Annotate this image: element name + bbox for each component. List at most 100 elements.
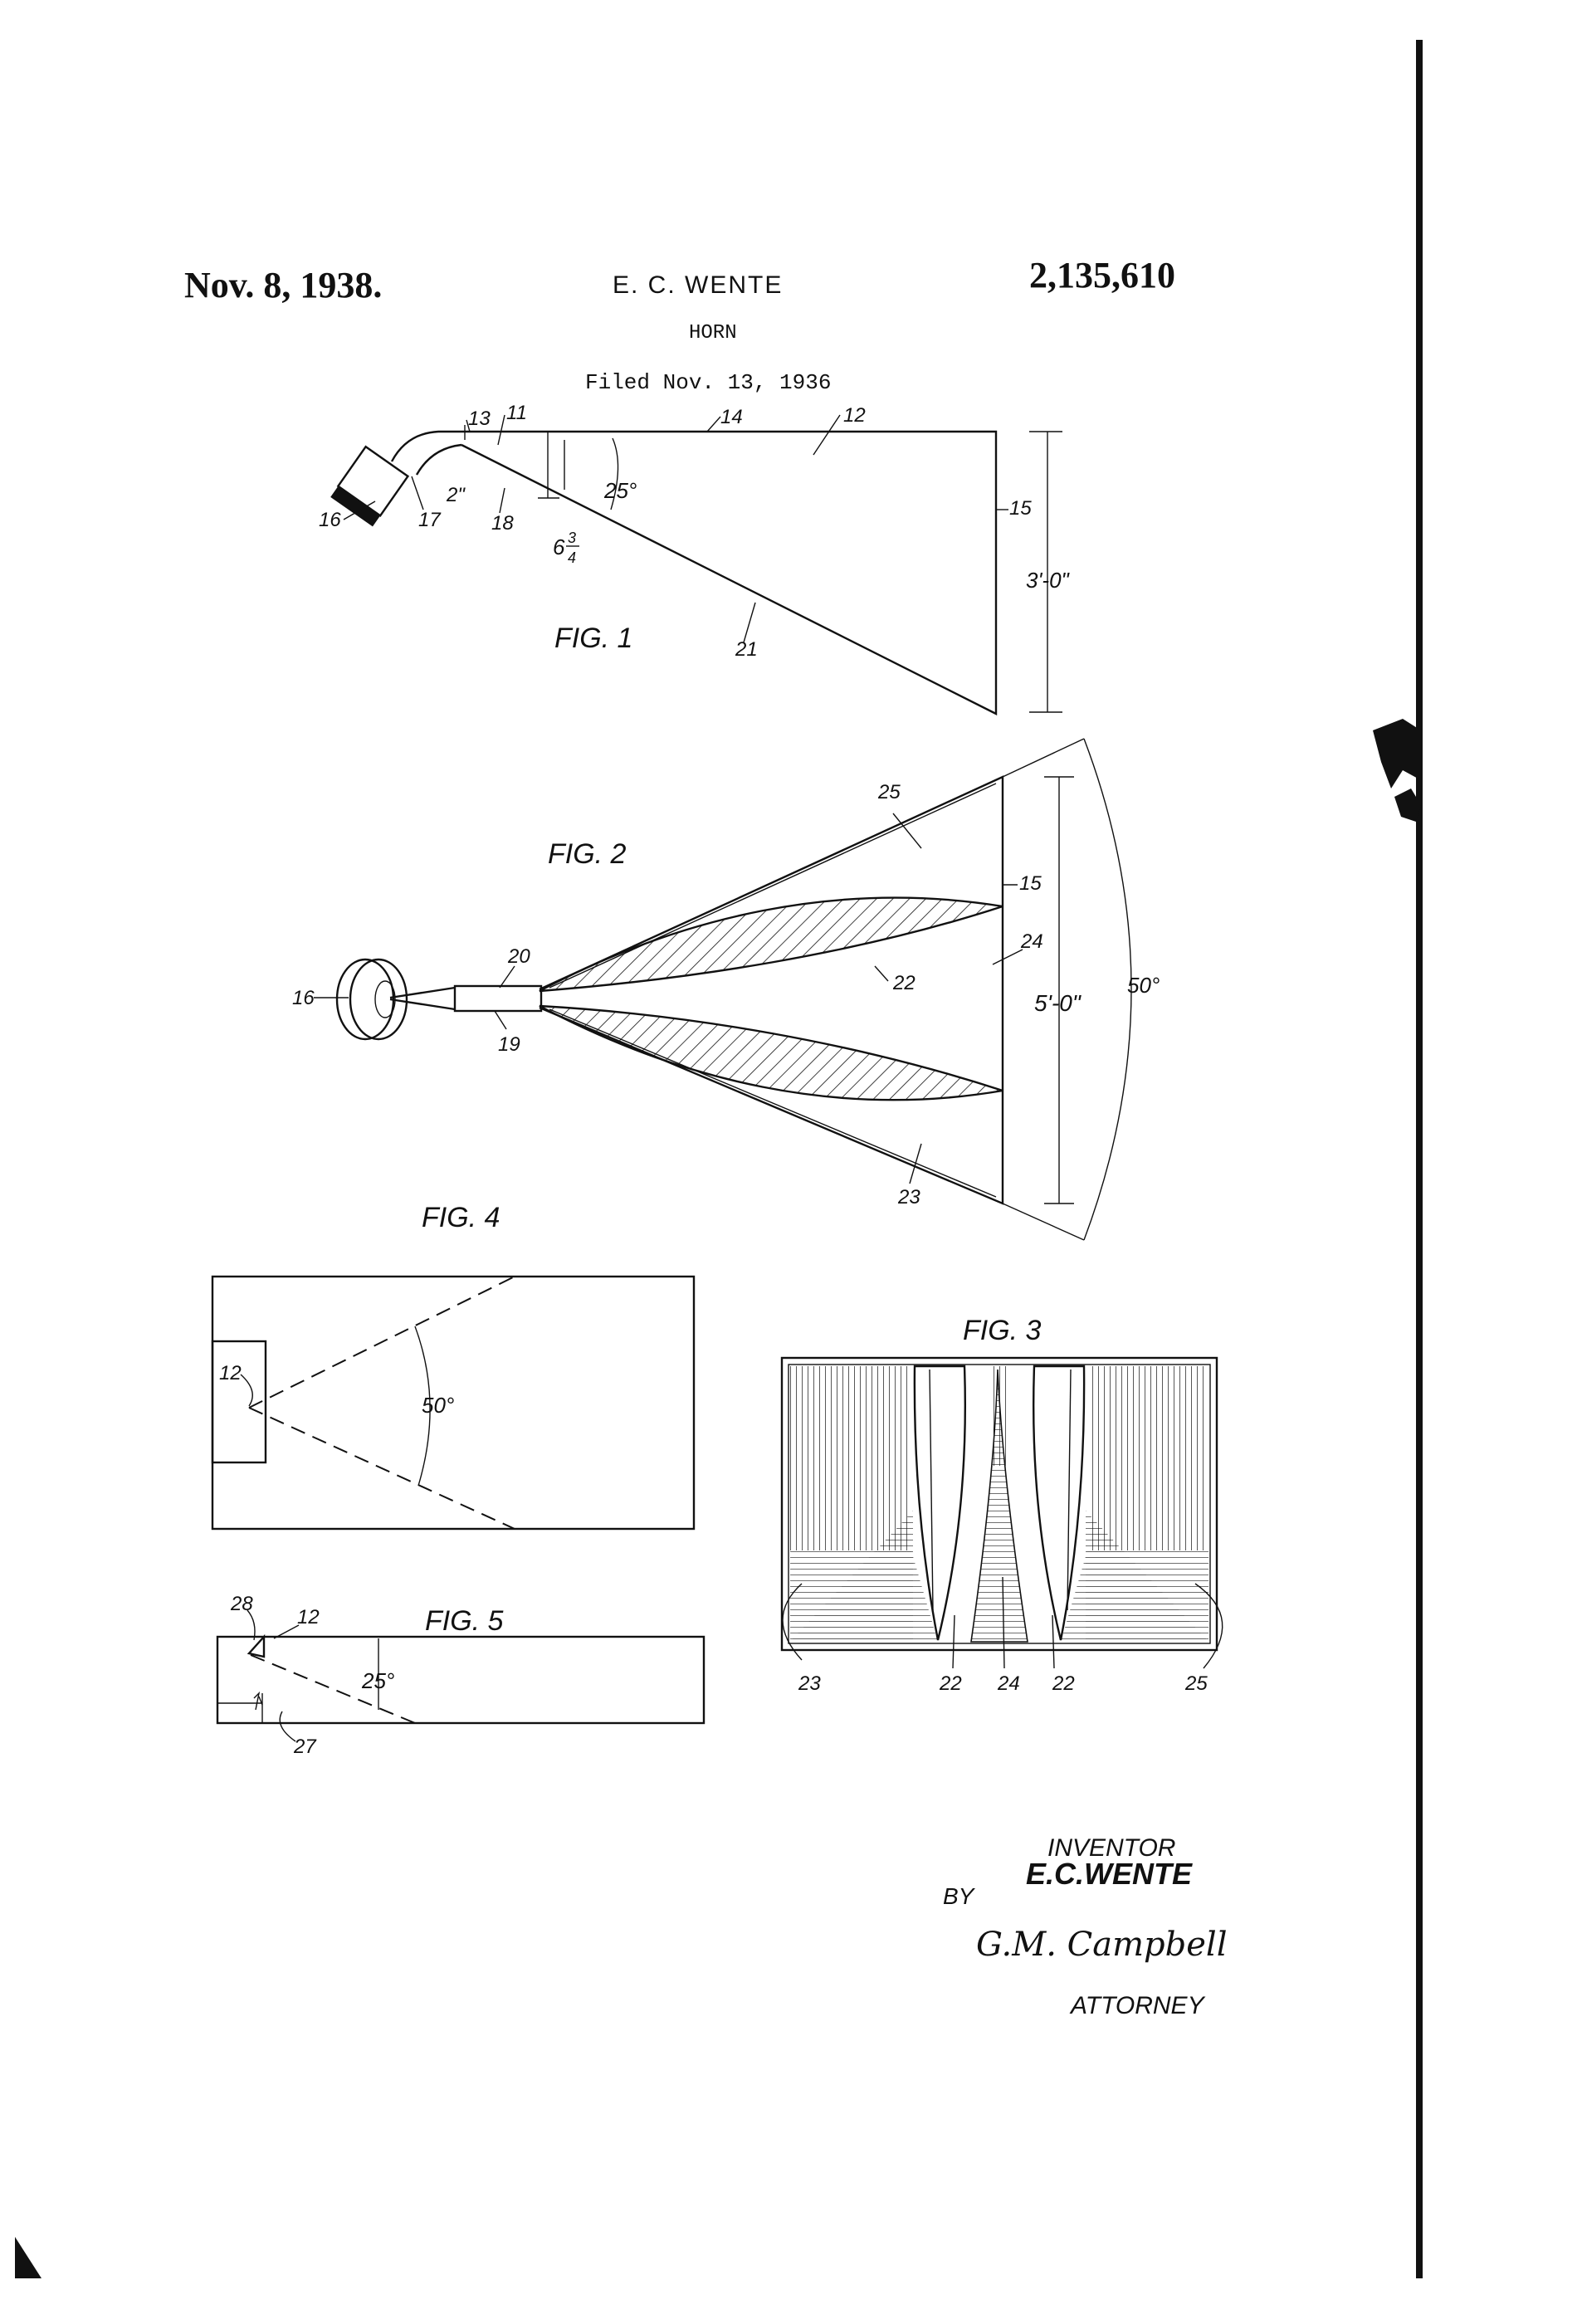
leader-14 bbox=[706, 416, 721, 432]
left-wall-shading bbox=[790, 1366, 911, 1550]
angle-arc-25 bbox=[610, 437, 619, 510]
dim-angle-50-fig4: 50° bbox=[422, 1393, 454, 1418]
leader-22-left bbox=[952, 1614, 955, 1669]
label-27: 27 bbox=[293, 1736, 317, 1758]
label-25: 25 bbox=[877, 781, 901, 803]
fig4-caption: FIG. 4 bbox=[422, 1202, 500, 1233]
dim-angle-25: 25° bbox=[603, 478, 637, 503]
room-section-outline bbox=[216, 1635, 706, 1725]
vane-22-left bbox=[913, 1365, 966, 1641]
driver-unit-plan bbox=[349, 958, 408, 1041]
label-24: 24 bbox=[1020, 930, 1043, 953]
attorney-label: ATTORNEY bbox=[1069, 1992, 1206, 2019]
inventor-name-header: E. C. WENTE bbox=[613, 271, 784, 299]
patent-number: 2,135,610 bbox=[1029, 255, 1175, 295]
fig2-caption: FIG. 2 bbox=[548, 838, 627, 870]
label-16: 16 bbox=[319, 509, 341, 531]
leader-16 bbox=[343, 500, 376, 520]
figure-3: 23 22 24 22 25 FIG. 3 bbox=[780, 1315, 1223, 1695]
corner-mark bbox=[15, 2237, 42, 2278]
dim-angle-50: 50° bbox=[1127, 973, 1160, 998]
horn-mouth-front-outline bbox=[780, 1356, 1218, 1652]
leader-25-fig3 bbox=[1194, 1583, 1223, 1669]
dim-mouth-3ft: 3'-0" bbox=[1026, 568, 1071, 593]
leader-25 bbox=[892, 813, 922, 849]
label-12: 12 bbox=[219, 1362, 242, 1384]
vane-22-right bbox=[1033, 1365, 1086, 1641]
patent-date: Nov. 8, 1938. bbox=[184, 265, 383, 305]
signature-block: INVENTOR E.C.WENTE BY G.M. Campbell ATTO… bbox=[943, 1834, 1227, 2019]
label-24: 24 bbox=[997, 1672, 1020, 1695]
angle-arc-50 bbox=[1083, 738, 1132, 1241]
wedge-left-shading bbox=[790, 1511, 913, 1642]
ink-blot bbox=[1394, 788, 1421, 822]
label-11: 11 bbox=[506, 402, 527, 424]
horn-box-plan bbox=[211, 1340, 267, 1464]
inventor-name: E.C.WENTE bbox=[1026, 1857, 1193, 1891]
angle-extension-bottom bbox=[1002, 1203, 1085, 1241]
coverage-line bbox=[250, 1654, 416, 1724]
label-21: 21 bbox=[735, 638, 758, 661]
dim-depth-numerator: 3 bbox=[568, 530, 576, 546]
leader-22-right bbox=[1052, 1614, 1055, 1669]
label-23: 23 bbox=[897, 1186, 920, 1208]
dim-depth-denominator: 4 bbox=[568, 549, 576, 566]
leader-13 bbox=[466, 419, 471, 432]
horn-throat-bend bbox=[390, 430, 439, 462]
label-22-right: 22 bbox=[1052, 1672, 1075, 1695]
figure-27-mark bbox=[253, 1691, 263, 1711]
label-16: 16 bbox=[292, 987, 315, 1009]
angle-extension-top bbox=[1002, 738, 1085, 778]
horn-side-outline bbox=[438, 430, 998, 715]
throat-taper bbox=[389, 986, 456, 1011]
leader-24-fig3 bbox=[1002, 1576, 1005, 1669]
leader-18 bbox=[499, 487, 505, 514]
leader-24 bbox=[992, 949, 1023, 965]
label-17: 17 bbox=[418, 509, 442, 531]
label-22-left: 22 bbox=[939, 1672, 962, 1695]
leader-19 bbox=[494, 1010, 507, 1030]
figure-2: 25 15 24 22 23 16 19 20 5'-0" 50° FIG. 2 bbox=[292, 738, 1160, 1241]
filing-date: Filed Nov. 13, 1936 bbox=[585, 370, 832, 395]
fig5-caption: FIG. 5 bbox=[425, 1605, 504, 1637]
horn-mouth-inner-outline bbox=[788, 1364, 1211, 1644]
dim-throat: 2" bbox=[446, 484, 466, 506]
coverage-line-bottom bbox=[248, 1407, 515, 1530]
center-channel-top bbox=[989, 1366, 1009, 1466]
vane-left-edge bbox=[929, 1369, 934, 1611]
vane-upper bbox=[539, 896, 1003, 993]
leader-17 bbox=[411, 476, 424, 510]
leader-28 bbox=[247, 1609, 256, 1641]
label-12: 12 bbox=[843, 404, 866, 427]
horn-plan-outline bbox=[539, 775, 1004, 1205]
inventor-label: INVENTOR bbox=[1047, 1834, 1175, 1862]
label-23: 23 bbox=[798, 1672, 821, 1695]
angle-arc-50-fig4 bbox=[414, 1326, 431, 1487]
driver-unit-face bbox=[374, 980, 396, 1018]
attorney-signature: G.M. Campbell bbox=[976, 1926, 1227, 1964]
ink-blot bbox=[1373, 719, 1421, 788]
fig3-caption: FIG. 3 bbox=[963, 1315, 1042, 1346]
leader-12-fig5 bbox=[273, 1624, 300, 1639]
label-18: 18 bbox=[491, 512, 514, 535]
vane-lower bbox=[539, 1004, 1003, 1101]
throat-tube bbox=[453, 984, 543, 1013]
label-22: 22 bbox=[892, 972, 916, 994]
leader-23 bbox=[909, 1143, 922, 1184]
figure-1: 13 11 14 12 15 16 17 18 21 2" 25° 6 3 4 … bbox=[319, 402, 1071, 715]
right-wall-shading bbox=[1087, 1366, 1208, 1550]
figure-5: 28 12 27 25° FIG. 5 bbox=[216, 1593, 706, 1758]
label-13: 13 bbox=[468, 408, 491, 430]
label-12: 12 bbox=[297, 1606, 320, 1628]
dim-mouth-5ft: 5'-0" bbox=[1034, 990, 1082, 1016]
label-28: 28 bbox=[230, 1593, 253, 1615]
leader-12-fig4 bbox=[240, 1374, 253, 1407]
driver-unit-back bbox=[335, 958, 395, 1041]
label-15: 15 bbox=[1019, 872, 1042, 895]
driver-unit-side bbox=[330, 445, 410, 527]
label-15: 15 bbox=[1009, 497, 1032, 520]
leader-22 bbox=[874, 965, 889, 982]
horn-section bbox=[247, 1633, 266, 1658]
